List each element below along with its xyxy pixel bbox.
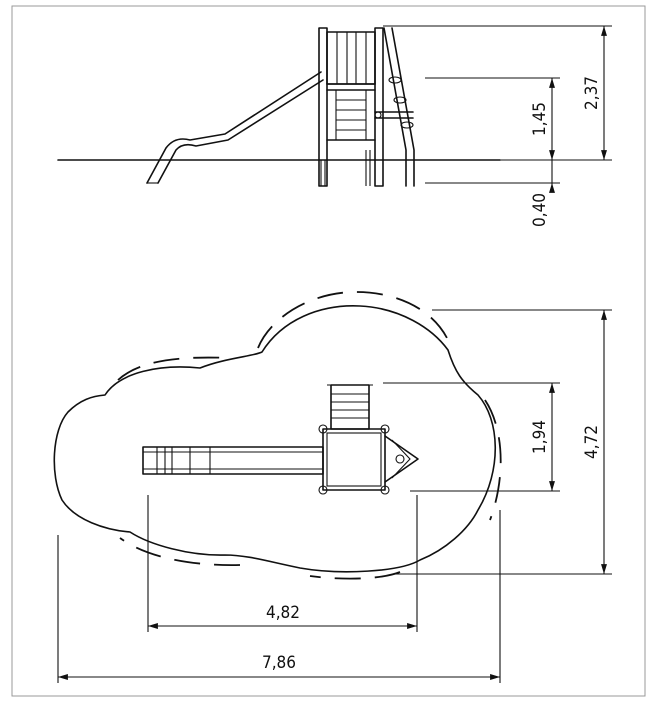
safety-area-outline	[53, 305, 497, 573]
tower-plan	[318, 424, 390, 495]
dimension-label-platform-depth: 1,94	[530, 420, 550, 454]
side-view: 2,37 1,45 0,40	[57, 25, 612, 227]
plan-view: 4,72 1,94 4,82 7,86	[53, 291, 612, 683]
drawing-border	[11, 5, 646, 697]
ladder-plan	[327, 384, 373, 430]
safety-area-dashed-outline	[117, 291, 502, 580]
dimension-label-platform-height: 1,45	[530, 102, 550, 136]
slide-plan	[142, 446, 324, 475]
tower-side	[318, 27, 384, 187]
dimension-label-safety-area-depth: 4,72	[582, 425, 602, 459]
dimension-label-foundation-depth: 0,40	[530, 193, 550, 227]
climbing-frame-side	[374, 27, 415, 187]
dimension-label-safety-area-length: 7,86	[262, 653, 296, 673]
slide-side	[146, 71, 324, 184]
dimension-label-height-total: 2,37	[582, 76, 602, 110]
dimension-label-equipment-length: 4,82	[266, 603, 300, 623]
climbing-frame-plan	[384, 435, 419, 483]
